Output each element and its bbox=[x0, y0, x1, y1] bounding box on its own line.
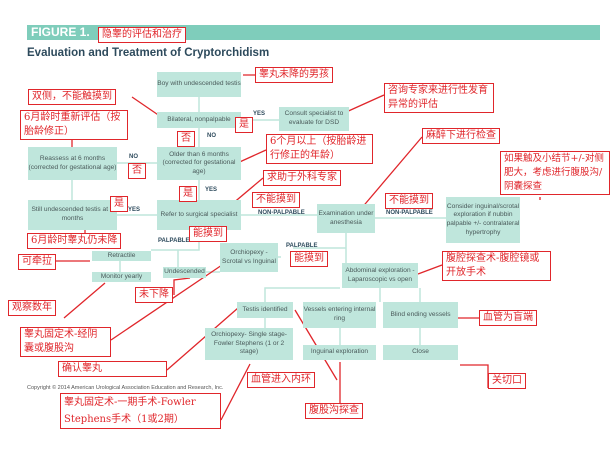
node-orchiopexy-fs: Orchiopexy- Single stage- Fowler Stephen… bbox=[205, 328, 293, 360]
annotation-older: 6个月以上（按胎龄进行修正的年龄） bbox=[266, 134, 373, 164]
label-yes: YES bbox=[253, 111, 266, 117]
annotation-consult: 咨询专家来进行性发育异常的评估 bbox=[384, 83, 494, 113]
annotation-refer: 求助于外科专家 bbox=[263, 170, 341, 186]
annotation-bilateral: 双侧，不能触摸到 bbox=[28, 89, 116, 105]
annotation-palpable: 能摸到 bbox=[189, 226, 227, 242]
node-reassess: Reassess at 6 months (corrected for gest… bbox=[28, 147, 117, 180]
label-no: NO bbox=[207, 133, 216, 139]
figure-title: Evaluation and Treatment of Cryptorchidi… bbox=[27, 47, 270, 59]
node-retractile: Retractile bbox=[92, 251, 151, 261]
annotation-yes: 是 bbox=[110, 196, 128, 212]
annotation-nonpalpable: 不能摸到 bbox=[385, 193, 433, 209]
node-vessels: Vessels entering internal ring bbox=[303, 302, 376, 328]
annotation-monitor: 观察数年 bbox=[8, 300, 56, 316]
annotation-yes: 是 bbox=[235, 117, 253, 133]
node-refer: Refer to surgical specialist bbox=[157, 200, 241, 230]
label-palpable: PALPABLE bbox=[286, 243, 318, 249]
copyright: Copyright © 2014 American Urological Ass… bbox=[27, 385, 224, 391]
node-orchiopexy: Orchiopexy - Scrotal vs Inguinal bbox=[220, 243, 278, 272]
node-older: Older than 6 months (corrected for gesta… bbox=[157, 147, 241, 180]
label-nonpalpable: NON-PALPABLE bbox=[258, 210, 305, 216]
node-inguinal: Inguinal exploration bbox=[303, 345, 376, 360]
annotation-vessels: 血管进入内环 bbox=[247, 372, 315, 388]
node-boy: Boy with undescended testis bbox=[157, 72, 241, 97]
annotation-testis: 确认睾丸 bbox=[58, 361, 167, 377]
annotation-orchiopexy: 睾丸固定术-经阴囊或腹股沟 bbox=[20, 327, 111, 357]
node-close: Close bbox=[383, 345, 458, 360]
annotation-nonpalpable: 不能摸到 bbox=[252, 192, 300, 208]
annotation-still: 6月龄时睾丸仍未降 bbox=[27, 233, 122, 249]
label-no: NO bbox=[129, 154, 138, 160]
node-exam: Examination under anesthesia bbox=[317, 204, 375, 233]
figure-number: FIGURE 1. bbox=[31, 25, 90, 39]
label-nonpalpable: NON-PALPABLE bbox=[386, 210, 433, 216]
annotation-undescended: 未下降 bbox=[135, 287, 173, 303]
node-bilateral: Bilateral, nonpalpable bbox=[157, 112, 241, 128]
node-monitor: Monitor yearly bbox=[92, 272, 151, 282]
annotation-boy: 睾丸未降的男孩 bbox=[255, 67, 333, 83]
node-undescended: Undescended bbox=[163, 267, 206, 278]
node-consider: Consider inguinal/scrotal exploration if… bbox=[446, 197, 520, 243]
node-blind: Blind ending vessels bbox=[383, 302, 458, 328]
node-testis: Testis identified bbox=[237, 302, 293, 318]
annotation-blind: 血管为盲端 bbox=[479, 310, 537, 326]
annotation-close: 关切口 bbox=[488, 373, 526, 389]
annotation-title: 隐睾的评估和治疗 bbox=[98, 27, 186, 43]
annotation-inguinal: 腹股沟探查 bbox=[305, 403, 363, 419]
annotation-consider: 如果触及小结节+/-对侧肥大，考虑进行腹股沟/阴囊探查 bbox=[500, 151, 610, 195]
annotation-yes: 是 bbox=[179, 186, 197, 202]
node-still: Still undescended testis at 6 months bbox=[28, 200, 117, 230]
node-consult: Consult specialist to evaluate for DSD bbox=[279, 107, 349, 131]
annotation-exam: 麻醉下进行检查 bbox=[422, 128, 500, 144]
annotation-palpable: 能摸到 bbox=[290, 251, 328, 267]
annotation-orchiopexy-fs: 睾丸固定术-一期手术-Fowler Stephens手术（1或2期） bbox=[60, 393, 221, 429]
label-yes: YES bbox=[128, 207, 141, 213]
label-palpable: PALPABLE bbox=[158, 238, 190, 244]
annotation-retractile: 可牵拉 bbox=[18, 254, 56, 270]
annotation-no: 否 bbox=[128, 163, 146, 179]
label-yes: YES bbox=[205, 187, 218, 193]
node-abdominal: Abdominal exploration - Laparoscopic vs … bbox=[342, 263, 418, 288]
annotation-abdominal: 腹腔探查术-腹腔镜或开放手术 bbox=[442, 251, 551, 281]
annotation-reassess: 6月龄时重新评估（按胎龄修正） bbox=[20, 110, 128, 140]
annotation-no: 否 bbox=[177, 131, 195, 147]
